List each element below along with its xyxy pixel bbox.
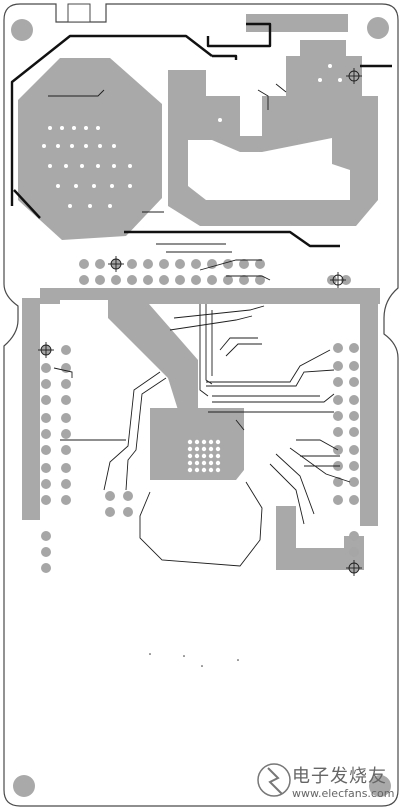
fiducial-markers xyxy=(38,68,362,576)
stray-marks xyxy=(149,653,239,667)
copper-pour-bottom-right xyxy=(276,506,364,570)
copper-pour-left-octagon xyxy=(18,58,162,240)
header-pad-row xyxy=(79,259,351,285)
copper-pour-left-strip xyxy=(22,298,40,520)
mounting-hole-tr xyxy=(367,17,389,39)
left-pad-column xyxy=(41,345,71,573)
bottom-center-pads xyxy=(105,491,133,517)
copper-pour-mid-band xyxy=(40,288,380,304)
mounting-hole-tl xyxy=(11,19,33,41)
copper-pour-right xyxy=(168,56,378,226)
mounting-hole-br xyxy=(369,775,391,797)
watermark-text: 电子发烧友 xyxy=(292,766,387,787)
copper-pour-center-diagonal xyxy=(108,296,198,410)
thick-traces xyxy=(10,22,392,248)
electron-fans-logo xyxy=(257,763,291,797)
board-outline xyxy=(3,3,399,807)
bga-pad-array xyxy=(187,439,221,473)
via-field xyxy=(42,64,342,208)
mounting-hole-bl xyxy=(13,775,35,797)
copper-pour-right-strip xyxy=(360,294,378,526)
watermark-url: www.elecfans.com xyxy=(292,787,395,800)
thin-traces xyxy=(48,83,351,567)
